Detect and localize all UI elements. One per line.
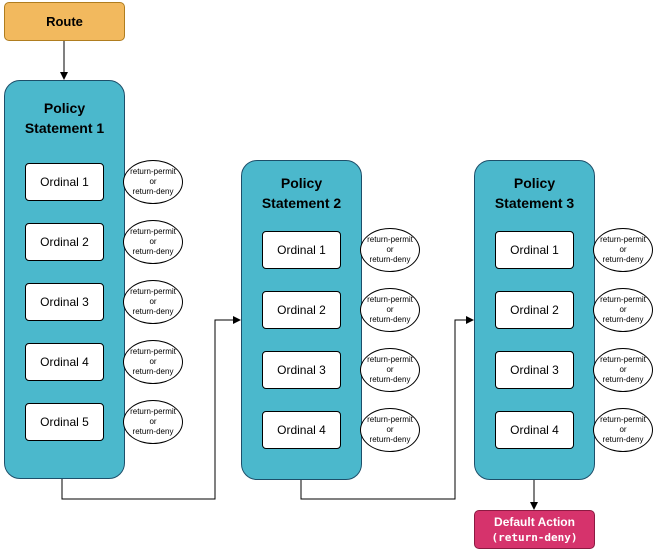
ordinal-node: Ordinal 2 bbox=[25, 223, 104, 261]
ordinal-node: Ordinal 3 bbox=[262, 351, 341, 389]
policy-title-line2: Statement 1 bbox=[24, 120, 105, 136]
outcome-text-line1: return-permit bbox=[600, 415, 646, 424]
outcome-text-line3: return-deny bbox=[369, 255, 411, 264]
outcome-text-line1: return-permit bbox=[367, 415, 413, 424]
ordinal-node: Ordinal 1 bbox=[495, 231, 574, 269]
outcome-text-line1: return-permit bbox=[367, 295, 413, 304]
outcome-text-line2: or bbox=[149, 357, 157, 366]
outcome-text-line1: return-permit bbox=[130, 407, 176, 416]
policy1-to-policy2-arrow bbox=[61, 316, 241, 500]
ordinal-node: Ordinal 4 bbox=[262, 411, 341, 449]
default-action-node: Default Action (return-deny) bbox=[474, 510, 595, 549]
outcome-text-line2: or bbox=[619, 365, 627, 374]
outcome-text-line2: or bbox=[149, 417, 157, 426]
outcome-text-line2: or bbox=[386, 305, 394, 314]
outcome-text-line3: return-deny bbox=[132, 187, 174, 196]
outcome-text-line1: return-permit bbox=[130, 287, 176, 296]
ordinal-node: Ordinal 2 bbox=[495, 291, 574, 329]
policy-title-line1: Policy bbox=[280, 175, 323, 191]
ordinal-node: Ordinal 1 bbox=[25, 163, 104, 201]
outcome-text-line3: return-deny bbox=[132, 307, 174, 316]
policy-title-line2: Statement 2 bbox=[261, 195, 342, 211]
outcome-text-line3: return-deny bbox=[602, 315, 644, 324]
ordinal-node: Ordinal 3 bbox=[495, 351, 574, 389]
ordinal-node: Ordinal 4 bbox=[25, 343, 104, 381]
outcome-text-line1: return-permit bbox=[130, 167, 176, 176]
policy-title-line1: Policy bbox=[513, 175, 556, 191]
outcome-text-line3: return-deny bbox=[369, 435, 411, 444]
outcome-text-line3: return-deny bbox=[132, 367, 174, 376]
outcome-text-line3: return-deny bbox=[602, 435, 644, 444]
outcome-text-line1: return-permit bbox=[600, 235, 646, 244]
default-action-value: (return-deny) bbox=[491, 530, 578, 544]
outcome-text-line2: or bbox=[386, 365, 394, 374]
outcome-text-line2: or bbox=[149, 297, 157, 306]
outcome-text-line3: return-deny bbox=[369, 315, 411, 324]
outcome-text-line1: return-permit bbox=[367, 355, 413, 364]
outcome-text-line3: return-deny bbox=[132, 427, 174, 436]
outcome-text-line2: or bbox=[619, 425, 627, 434]
ordinal-node: Ordinal 3 bbox=[25, 283, 104, 321]
outcome-text-line2: or bbox=[386, 245, 394, 254]
outcome-text-line1: return-permit bbox=[367, 235, 413, 244]
route-node: Route bbox=[4, 2, 125, 41]
outcome-text-line2: or bbox=[386, 425, 394, 434]
ordinal-node: Ordinal 4 bbox=[495, 411, 574, 449]
outcome-text-line1: return-permit bbox=[600, 295, 646, 304]
outcome-text-line3: return-deny bbox=[132, 247, 174, 256]
ordinal-node: Ordinal 1 bbox=[262, 231, 341, 269]
outcome-text-line2: or bbox=[619, 305, 627, 314]
ordinal-node: Ordinal 5 bbox=[25, 403, 104, 441]
outcome-text-line1: return-permit bbox=[600, 355, 646, 364]
outcome-text-line3: return-deny bbox=[602, 375, 644, 384]
outcome-text-line1: return-permit bbox=[130, 347, 176, 356]
outcome-text-line2: or bbox=[149, 177, 157, 186]
outcome-text-line3: return-deny bbox=[369, 375, 411, 384]
policy-title-line1: Policy bbox=[43, 100, 86, 116]
outcome-text-line2: or bbox=[619, 245, 627, 254]
outcome-text-line3: return-deny bbox=[602, 255, 644, 264]
ordinal-node: Ordinal 2 bbox=[262, 291, 341, 329]
policy-title-line2: Statement 3 bbox=[494, 195, 575, 211]
policy2-to-policy3-arrow bbox=[300, 316, 474, 500]
default-action-label: Default Action bbox=[494, 514, 575, 529]
outcome-text-line2: or bbox=[149, 237, 157, 246]
outcome-text-line1: return-permit bbox=[130, 227, 176, 236]
